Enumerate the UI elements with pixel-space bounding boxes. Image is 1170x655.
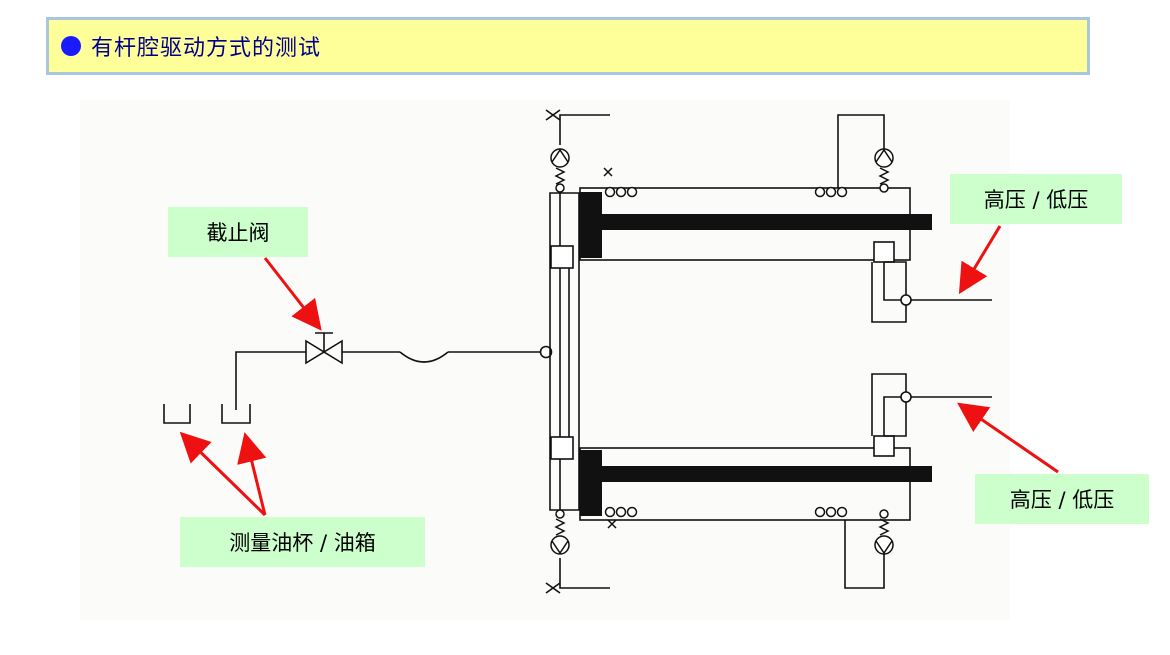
arrow-pressure-bottom [957, 402, 1059, 474]
upper-rod [602, 214, 932, 230]
lower-rod [602, 466, 932, 482]
pressure-label-bottom: 高压 / 低压 [975, 474, 1149, 524]
pressure-label-top: 高压 / 低压 [950, 174, 1122, 224]
upper-left-check-valve [550, 148, 570, 193]
flexible-hose [399, 351, 449, 363]
lower-left-check-valve [550, 509, 570, 555]
upper-inner-block [550, 245, 574, 269]
upper-piston [580, 192, 602, 258]
tank-label: 测量油杯 / 油箱 [180, 517, 425, 567]
tank-left [163, 404, 191, 424]
lower-piston [580, 450, 602, 516]
lower-end-block [873, 435, 895, 457]
lower-right-seals [814, 506, 848, 518]
arrow-tank-right [237, 432, 267, 516]
lower-right-check-valve [874, 509, 894, 555]
upper-right-seals [814, 186, 848, 198]
upper-left-seals [604, 186, 638, 198]
arrow-pressure-top [958, 225, 1002, 295]
title-bar: 有杆腔驱动方式的测试 [46, 17, 1090, 75]
manifold-body [549, 192, 580, 511]
upper-end-block [873, 241, 895, 263]
lower-left-seals [604, 506, 638, 518]
tank-right [221, 404, 251, 424]
arrow-valve [263, 257, 322, 331]
supply-line [235, 351, 306, 410]
arrow-tank-left [179, 431, 267, 517]
manifold-junction [539, 345, 553, 359]
lower-inner-block [550, 436, 574, 460]
valve-label: 截止阀 [168, 207, 308, 257]
bullet-icon [61, 36, 81, 56]
upper-right-check-valve [874, 148, 894, 193]
page-title: 有杆腔驱动方式的测试 [91, 36, 322, 61]
